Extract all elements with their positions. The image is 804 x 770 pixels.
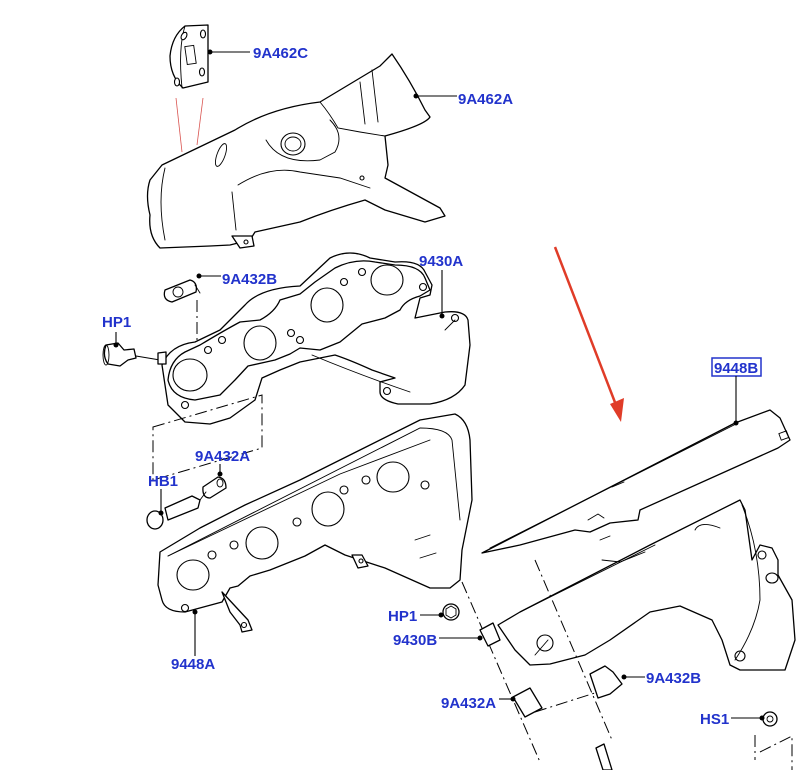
part-9A432A-stud-right[interactable] [512, 687, 543, 718]
part-9430B-exhaust-manifold[interactable] [497, 499, 796, 671]
callout-9448A[interactable]: 9448A [171, 609, 215, 674]
label-HS1: HS1 [700, 711, 729, 728]
label-HB1: HB1 [148, 473, 178, 490]
assembly-box [534, 559, 613, 741]
callout-9A432B-top[interactable]: 9A432B [196, 271, 278, 288]
label-9430A: 9430A [419, 253, 463, 270]
callout-9A432A-right[interactable]: 9A432A [441, 695, 516, 712]
part-9A432A-stud-left[interactable] [202, 476, 227, 499]
label-HP1-right: HP1 [388, 608, 417, 625]
label-9A462C: 9A462C [253, 45, 308, 62]
part-long-stud[interactable] [595, 743, 613, 770]
callout-9A432A-left[interactable]: 9A432A [195, 448, 250, 477]
part-9A432B-stud-right[interactable] [589, 665, 623, 699]
part-9A462C-bracket[interactable] [169, 24, 209, 89]
alignment-line [196, 97, 204, 146]
part-9448A-heat-shield[interactable] [157, 413, 473, 633]
part-9448B-heat-shield[interactable] [481, 409, 791, 554]
callout-9A462C[interactable]: 9A462C [207, 45, 309, 62]
part-HS1-stud[interactable] [754, 711, 793, 770]
callout-HB1[interactable]: HB1 [148, 473, 178, 516]
callout-9A462A[interactable]: 9A462A [413, 91, 514, 108]
label-9448B: 9448B [714, 360, 758, 377]
callout-9430A[interactable]: 9430A [419, 253, 463, 319]
label-HP1-left: HP1 [102, 314, 131, 331]
part-HB1-bolt[interactable] [146, 491, 207, 530]
part-9A462A-heat-shield[interactable] [146, 53, 446, 249]
alignment-line [175, 97, 183, 153]
part-HP1-nut-right[interactable] [442, 603, 460, 621]
callout-9A432B-right[interactable]: 9A432B [621, 670, 702, 687]
part-9430B-tab[interactable] [479, 622, 501, 647]
part-9430A-exhaust-manifold[interactable] [161, 252, 471, 425]
assembly-box [461, 581, 541, 763]
callout-9448B[interactable]: 9448B [711, 357, 762, 426]
label-9430B: 9430B [393, 632, 437, 649]
assembly-box [152, 394, 263, 481]
label-9A462A: 9A462A [458, 91, 513, 108]
callout-HS1[interactable]: HS1 [700, 711, 765, 728]
label-9448A: 9448A [171, 656, 215, 673]
label-9A432B-right: 9A432B [646, 670, 701, 687]
part-9A432B-stud-top[interactable] [163, 279, 201, 303]
part-HP1-bolt-left[interactable] [102, 342, 167, 367]
direction-arrow [553, 246, 624, 422]
callout-HP1-right[interactable]: HP1 [388, 608, 444, 625]
callout-9430B[interactable]: 9430B [393, 632, 483, 649]
label-9A432B-top: 9A432B [222, 271, 277, 288]
label-9A432A-left: 9A432A [195, 448, 250, 465]
label-9A432A-right: 9A432A [441, 695, 496, 712]
callout-HP1-left[interactable]: HP1 [102, 314, 131, 348]
